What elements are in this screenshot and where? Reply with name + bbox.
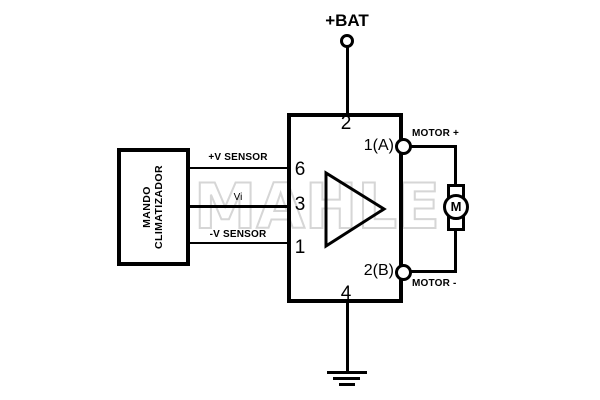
motor-minus-wire: [402, 270, 457, 273]
module-output-b-label: 2(B): [363, 262, 394, 279]
controller-label: MANDO CLIMATIZADOR: [141, 147, 167, 267]
battery-wire: [346, 47, 349, 117]
module-pin-3: 3: [294, 194, 306, 215]
module-pin-4: 4: [340, 283, 352, 304]
vi-label: Vi: [233, 192, 243, 203]
battery-terminal-icon: [340, 34, 354, 48]
module-output-a-label: 1(A): [363, 137, 394, 154]
motor-plus-wire: [402, 145, 457, 148]
motor-right-wire-bottom: [454, 229, 457, 273]
plus-sensor-label: +V SENSOR: [208, 152, 268, 163]
motor-right-wire-top: [454, 145, 457, 187]
motor-symbol-icon: M: [443, 194, 469, 220]
controller-label-line1: MANDO: [141, 186, 153, 228]
plus-sensor-wire: [188, 167, 289, 169]
output-b-terminal-icon: [395, 264, 412, 281]
amplifier-triangle-icon: [324, 170, 387, 249]
motor-plus-label: MOTOR +: [412, 128, 460, 139]
ground-icon-bar3: [339, 383, 355, 386]
module-pin-2: 2: [340, 113, 352, 134]
module-box: [287, 113, 403, 303]
controller-label-line2: CLIMATIZADOR: [153, 165, 165, 249]
motor-minus-label: MOTOR -: [412, 278, 457, 289]
ground-icon-bar1: [327, 371, 367, 374]
minus-sensor-label: -V SENSOR: [209, 229, 267, 240]
output-a-terminal-icon: [395, 138, 412, 155]
battery-label: +BAT: [325, 11, 369, 30]
module-pin-6: 6: [294, 159, 306, 180]
vi-wire: [188, 205, 289, 208]
minus-sensor-wire: [188, 242, 289, 244]
module-pin-1: 1: [294, 237, 306, 258]
ground-icon-bar2: [333, 377, 360, 380]
ground-wire: [346, 301, 349, 372]
